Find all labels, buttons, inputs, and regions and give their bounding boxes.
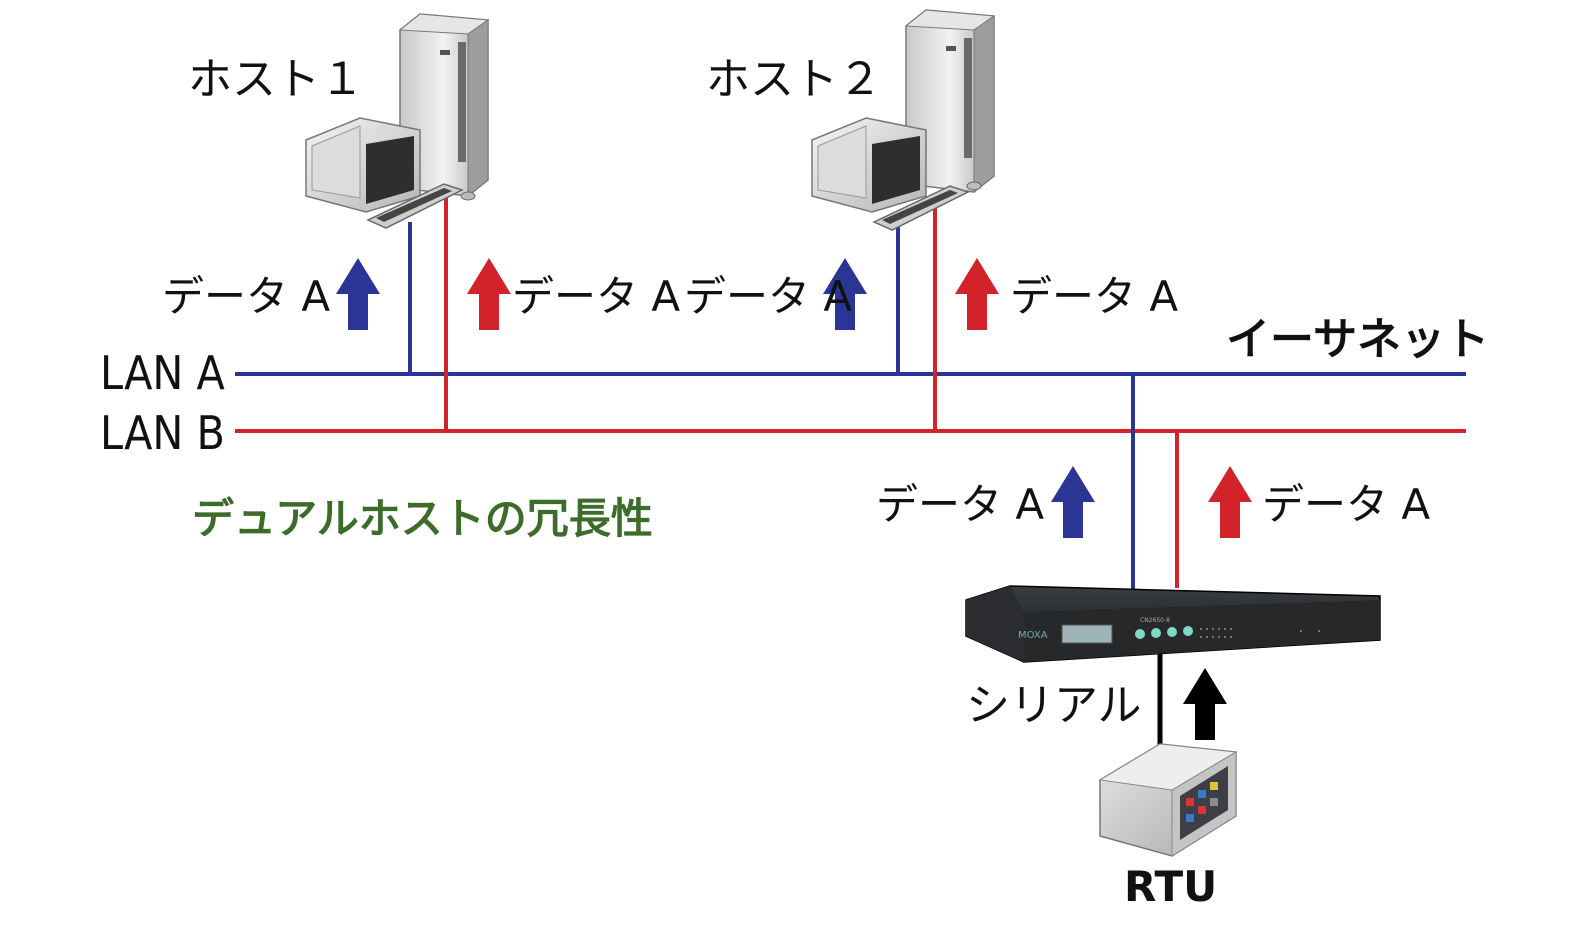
device-brand: MOXA bbox=[1018, 630, 1048, 641]
diagram-title: デュアルホストの冗長性 bbox=[192, 494, 653, 543]
ethernet-label: イーサネット bbox=[1226, 314, 1490, 365]
serial-label: シリアル bbox=[966, 680, 1142, 731]
device-server-icon: MOXA CN2650-8 bbox=[965, 585, 1381, 663]
arrow-up-icon bbox=[955, 258, 999, 330]
data-label-host2-lan-b: データ A bbox=[1010, 272, 1179, 321]
arrow-up-icon bbox=[1208, 466, 1252, 538]
arrow-up-icon bbox=[336, 258, 380, 330]
data-label-device-lan-a: データ A bbox=[876, 480, 1045, 529]
lan-a-label: LAN A bbox=[100, 346, 225, 400]
arrow-up-icon bbox=[467, 258, 511, 330]
arrow-up-icon bbox=[1183, 668, 1227, 740]
lan-b-label: LAN B bbox=[100, 406, 225, 460]
host2-label: ホスト２ bbox=[706, 54, 882, 105]
host1-computer-icon bbox=[305, 13, 490, 229]
data-label-device-lan-b: データ A bbox=[1262, 480, 1431, 529]
arrow-up-icon bbox=[1051, 466, 1095, 538]
rtu-label: RTU bbox=[1124, 862, 1218, 911]
host1-label: ホスト１ bbox=[188, 54, 364, 105]
data-label-host2-lan-a: データ A bbox=[684, 272, 853, 321]
rtu-device-icon bbox=[1098, 743, 1238, 857]
data-label-host1-lan-b: データ A bbox=[512, 272, 681, 321]
host2-computer-icon bbox=[811, 9, 996, 231]
arrow-up-icon bbox=[823, 258, 867, 330]
data-label-host1-lan-a: データ A bbox=[162, 272, 331, 321]
device-model: CN2650-8 bbox=[1140, 617, 1170, 624]
